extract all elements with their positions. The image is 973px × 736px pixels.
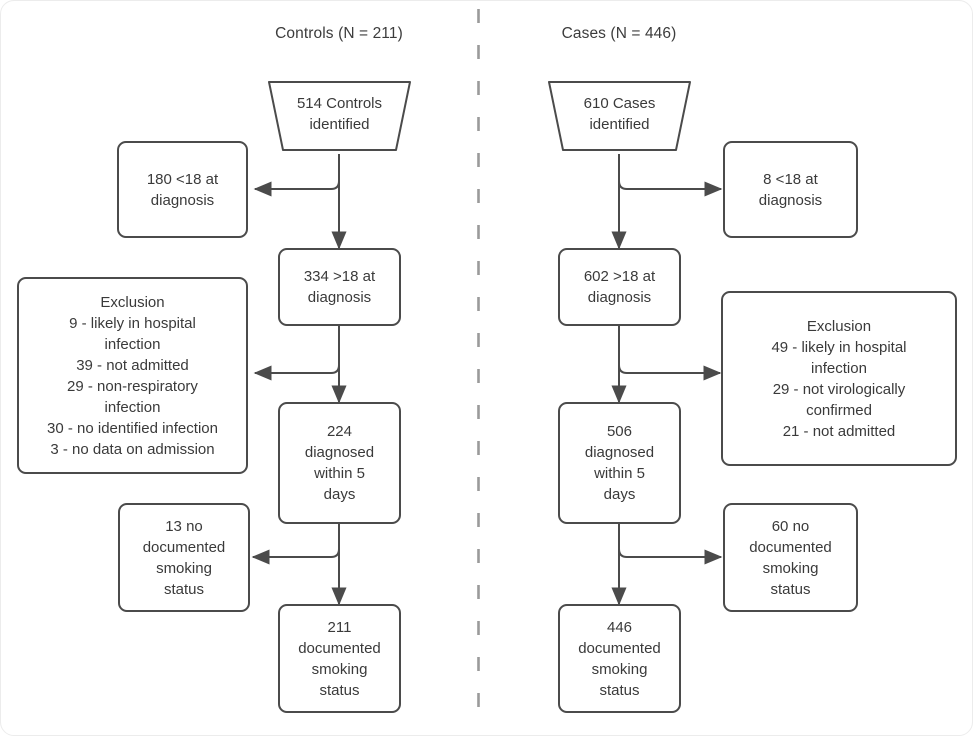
- node-cases-documented-smoking[interactable]: 446 documented smoking status: [558, 604, 681, 713]
- node-label: 180 <18 at diagnosis: [146, 170, 219, 209]
- node-controls-excluded-under18[interactable]: 180 <18 at diagnosis: [117, 141, 248, 238]
- node-cases-over18[interactable]: 602 >18 at diagnosis: [558, 248, 681, 326]
- trapezoid-shape: [542, 77, 697, 155]
- node-cases-exclusion[interactable]: Exclusion 49 - likely in hospital infect…: [721, 291, 957, 466]
- node-controls-no-documented-smoking[interactable]: 13 no documented smoking status: [118, 503, 250, 612]
- node-label: 610 Cases identified: [583, 95, 656, 133]
- node-controls-identified[interactable]: 514 Controls identified: [262, 77, 417, 155]
- node-label: Exclusion 9 - likely in hospital infecti…: [47, 293, 218, 458]
- node-label: 334 >18 at diagnosis: [303, 268, 376, 306]
- node-label: 506 diagnosed within 5 days: [584, 423, 655, 503]
- node-label: 13 no documented smoking status: [142, 517, 226, 598]
- node-controls-documented-smoking[interactable]: 211 documented smoking status: [278, 604, 401, 713]
- node-cases-excluded-under18[interactable]: 8 <18 at diagnosis: [723, 141, 858, 238]
- node-label: Exclusion 49 - likely in hospital infect…: [771, 317, 907, 440]
- node-label: 602 >18 at diagnosis: [583, 268, 656, 306]
- node-cases-identified[interactable]: 610 Cases identified: [542, 77, 697, 155]
- column-title-cases: Cases (N = 446): [561, 25, 677, 42]
- node-label: 211 documented smoking status: [298, 618, 381, 699]
- node-label: 514 Controls identified: [296, 95, 383, 133]
- node-label: 446 documented smoking status: [578, 618, 661, 699]
- node-label: 8 <18 at diagnosis: [758, 170, 823, 209]
- column-title-controls: Controls (N = 211): [275, 25, 403, 42]
- node-controls-over18[interactable]: 334 >18 at diagnosis: [278, 248, 401, 326]
- node-label: 60 no documented smoking status: [749, 517, 832, 598]
- node-controls-diagnosed-within-5-days[interactable]: 224 diagnosed within 5 days: [278, 402, 401, 524]
- node-cases-diagnosed-within-5-days[interactable]: 506 diagnosed within 5 days: [558, 402, 681, 524]
- node-cases-no-documented-smoking[interactable]: 60 no documented smoking status: [723, 503, 858, 612]
- trapezoid-shape: [262, 77, 417, 155]
- node-label: 224 diagnosed within 5 days: [304, 423, 375, 503]
- node-controls-exclusion[interactable]: Exclusion 9 - likely in hospital infecti…: [17, 277, 248, 474]
